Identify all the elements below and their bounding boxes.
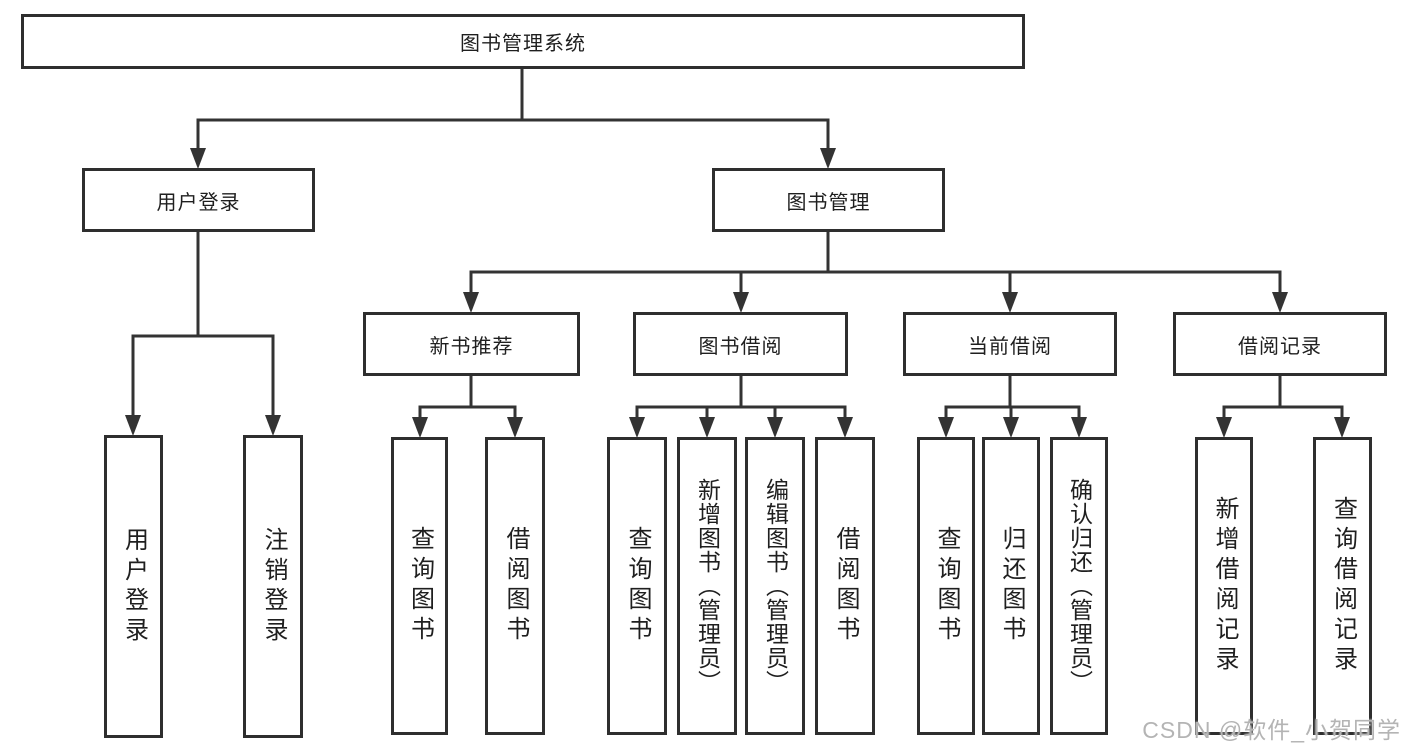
leaf-add-books-admin: 新增图书（管理员）: [677, 437, 737, 735]
node-book-borrow-label: 图书借阅: [698, 335, 783, 358]
node-book-management-label: 图书管理: [786, 191, 871, 214]
leaf-query-books-1-label: 查询图书: [406, 526, 434, 646]
node-root: 图书管理系统: [21, 14, 1025, 69]
node-user-login: 用户登录: [82, 168, 315, 232]
leaf-return-books: 归还图书: [982, 437, 1040, 735]
leaf-user-login: 用户登录: [104, 435, 163, 738]
leaf-query-books-2: 查询图书: [607, 437, 667, 735]
leaf-borrow-books-2-label: 借阅图书: [832, 526, 859, 646]
leaf-edit-books-admin-label: 编辑图书（管理员）: [762, 478, 789, 694]
leaf-borrow-books-1: 借阅图书: [485, 437, 545, 735]
leaf-query-books-1: 查询图书: [391, 437, 448, 735]
leaf-query-books-2-label: 查询图书: [624, 526, 651, 646]
leaf-query-borrow-record: 查询借阅记录: [1313, 437, 1372, 735]
node-book-borrow: 图书借阅: [633, 312, 848, 376]
leaf-confirm-return-admin-label: 确认归还（管理员）: [1066, 478, 1093, 694]
leaf-query-books-3-label: 查询图书: [933, 526, 960, 646]
leaf-add-borrow-record-label: 新增借阅记录: [1211, 496, 1238, 676]
leaf-logout: 注销登录: [243, 435, 303, 738]
leaf-add-books-admin-label: 新增图书（管理员）: [694, 478, 721, 694]
leaf-return-books-label: 归还图书: [998, 526, 1025, 646]
csdn-watermark: CSDN @软件_小贺同学: [1142, 717, 1401, 743]
node-book-management: 图书管理: [712, 168, 945, 232]
node-new-book-recommend: 新书推荐: [363, 312, 580, 376]
leaf-edit-books-admin: 编辑图书（管理员）: [745, 437, 805, 735]
node-current-borrow: 当前借阅: [903, 312, 1117, 376]
leaf-user-login-label: 用户登录: [120, 526, 148, 647]
leaf-borrow-books-1-label: 借阅图书: [502, 526, 529, 646]
node-root-label: 图书管理系统: [460, 33, 586, 55]
leaf-add-borrow-record: 新增借阅记录: [1195, 437, 1253, 735]
leaf-query-borrow-record-label: 查询借阅记录: [1329, 496, 1357, 676]
node-borrow-records-label: 借阅记录: [1238, 335, 1322, 358]
leaf-confirm-return-admin: 确认归还（管理员）: [1050, 437, 1108, 735]
node-new-book-recommend-label: 新书推荐: [429, 335, 514, 358]
node-borrow-records: 借阅记录: [1173, 312, 1387, 376]
leaf-query-books-3: 查询图书: [917, 437, 975, 735]
node-user-login-label: 用户登录: [156, 191, 241, 214]
leaf-borrow-books-2: 借阅图书: [815, 437, 875, 735]
node-current-borrow-label: 当前借阅: [968, 335, 1052, 358]
leaf-logout-label: 注销登录: [260, 526, 287, 647]
